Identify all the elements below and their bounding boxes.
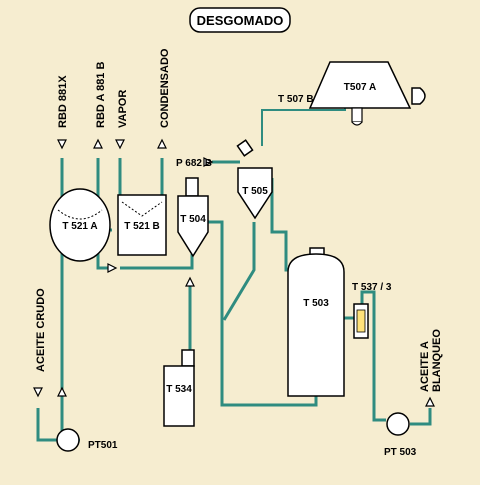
tank-t507a[interactable]: T507 A bbox=[308, 61, 426, 126]
pipe-t521b-t504 bbox=[120, 254, 194, 270]
arrow-rbd-a-881b bbox=[93, 138, 103, 149]
label-aceite-blanqueo-2: BLANQUEO bbox=[431, 329, 443, 392]
pipe-t503-t505 bbox=[270, 178, 292, 272]
arrow-p682b bbox=[203, 157, 214, 167]
tank-t504[interactable]: T 504 bbox=[177, 177, 209, 258]
label-condensado: CONDENSADO bbox=[159, 48, 171, 128]
label-rbd-a-881b: RBD A 881 B bbox=[95, 62, 107, 128]
tank-t505[interactable]: T 505 bbox=[236, 139, 273, 220]
label-t507a: T507 A bbox=[344, 82, 376, 93]
pipe-to-blanqueo bbox=[410, 408, 432, 426]
stream-labels: RBD 881X RBD A 881 B VAPOR CONDENSADO AC… bbox=[35, 48, 443, 392]
pipelines bbox=[36, 98, 432, 442]
arrow-aceite-crudo bbox=[33, 387, 43, 398]
arrow-rbd-881x bbox=[57, 139, 67, 150]
arrow-t534-up bbox=[185, 276, 195, 287]
label-t534: T 534 bbox=[166, 384, 192, 395]
label-t505: T 505 bbox=[242, 186, 268, 197]
label-t521a: T 521 A bbox=[62, 221, 97, 232]
label-aceite-blanqueo-1: ACEITE A bbox=[419, 341, 431, 392]
tank-t521a[interactable]: T 521 A bbox=[49, 188, 111, 262]
diagram-title: DESGOMADO bbox=[197, 13, 284, 28]
pipe-rbd-a-881b bbox=[96, 158, 108, 270]
tank-t503[interactable]: T 503 bbox=[287, 247, 345, 397]
tank-t534[interactable]: T 534 bbox=[163, 349, 195, 427]
pump-pt503[interactable]: PT 503 bbox=[384, 412, 417, 458]
label-t504: T 504 bbox=[180, 214, 206, 225]
title-box: DESGOMADO bbox=[189, 7, 291, 33]
label-p682b: P 682 B bbox=[176, 158, 212, 169]
flow-arrows bbox=[33, 138, 435, 407]
filter-t537[interactable]: T 537 / 3 bbox=[352, 282, 392, 339]
pump-pt501[interactable]: PT501 bbox=[56, 428, 118, 452]
arrow-into-t521b bbox=[107, 263, 118, 273]
label-rbd-881x: RBD 881X bbox=[57, 75, 69, 128]
label-t507b: T 507 B bbox=[278, 94, 314, 105]
pipe-t504-t503 bbox=[208, 220, 318, 407]
vent-t507a bbox=[411, 87, 426, 105]
pipe-aceite-crudo bbox=[36, 408, 58, 442]
label-pt501: PT501 bbox=[88, 440, 118, 451]
label-t503: T 503 bbox=[303, 298, 329, 309]
label-t521b: T 521 B bbox=[124, 221, 160, 232]
label-t537: T 537 / 3 bbox=[352, 282, 392, 293]
pipe-t505-bottom bbox=[222, 222, 256, 321]
label-pt503: PT 503 bbox=[384, 447, 417, 458]
label-aceite-crudo: ACEITE CRUDO bbox=[35, 288, 47, 372]
arrow-blanqueo bbox=[425, 396, 435, 407]
valve-t505 bbox=[236, 139, 254, 157]
arrow-condensado bbox=[157, 138, 167, 149]
arrow-vapor bbox=[115, 139, 125, 150]
pipe-t537-loop bbox=[360, 290, 386, 422]
label-vapor: VAPOR bbox=[117, 90, 129, 128]
tank-t521b[interactable]: T 521 B bbox=[117, 194, 167, 256]
arrow-crudo-up bbox=[57, 386, 67, 397]
